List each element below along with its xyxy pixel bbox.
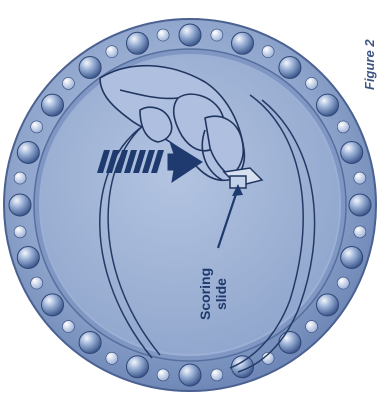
bead-small bbox=[106, 46, 118, 58]
bead-large bbox=[79, 57, 101, 79]
bead-small bbox=[157, 369, 169, 381]
bead-large bbox=[42, 294, 64, 316]
bead-large bbox=[127, 356, 149, 378]
bead-small bbox=[354, 226, 366, 238]
bead-small bbox=[337, 277, 349, 289]
bead-small bbox=[337, 121, 349, 133]
bead-small bbox=[306, 77, 318, 89]
bead-small bbox=[354, 172, 366, 184]
bead-small bbox=[62, 77, 74, 89]
bead-small bbox=[306, 321, 318, 333]
callout-line2: slide bbox=[213, 278, 229, 310]
bead-small bbox=[14, 226, 26, 238]
bead-large bbox=[79, 332, 101, 354]
callout-line1: Scoring bbox=[197, 268, 213, 320]
bead-small bbox=[62, 321, 74, 333]
bead-large bbox=[179, 364, 201, 386]
bead-large bbox=[232, 32, 254, 54]
bead-large bbox=[127, 32, 149, 54]
bead-large bbox=[317, 294, 339, 316]
bead-large bbox=[179, 24, 201, 46]
bead-large bbox=[17, 142, 39, 164]
bead-large bbox=[279, 332, 301, 354]
bead-small bbox=[211, 29, 223, 41]
bead-small bbox=[106, 352, 118, 364]
bead-large bbox=[279, 57, 301, 79]
bead-small bbox=[157, 29, 169, 41]
bead-small bbox=[262, 46, 274, 58]
bead-small bbox=[31, 121, 43, 133]
bead-large bbox=[349, 194, 371, 216]
figure-label-text: Figure 2 bbox=[362, 39, 377, 90]
bead-small bbox=[31, 277, 43, 289]
bead-large bbox=[42, 94, 64, 116]
bead-small bbox=[211, 369, 223, 381]
bead-large bbox=[17, 247, 39, 269]
bead-small bbox=[14, 172, 26, 184]
bead-large bbox=[317, 94, 339, 116]
bead-large bbox=[9, 194, 31, 216]
bead-large bbox=[341, 142, 363, 164]
figure-label: Figure 2 bbox=[362, 90, 363, 91]
bead-large bbox=[341, 247, 363, 269]
